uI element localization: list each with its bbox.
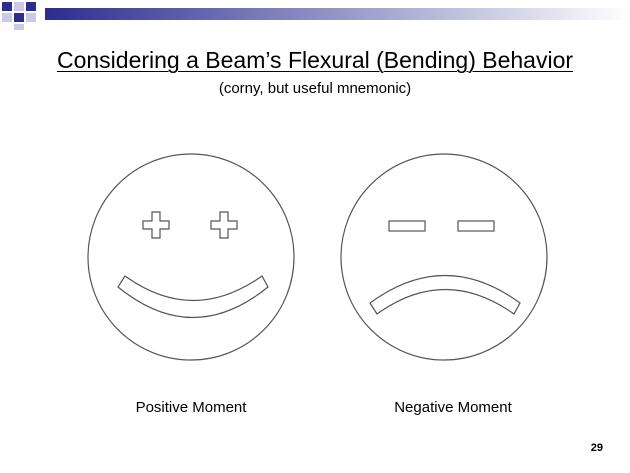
square-light-4	[14, 24, 24, 30]
square-light-1	[14, 2, 24, 11]
smile-mouth	[117, 275, 269, 319]
square-dark-2	[26, 2, 36, 11]
negative-moment-label: Negative Moment	[394, 399, 512, 416]
slide-title: Considering a Beam’s Flexural (Bending) …	[56, 47, 574, 73]
frown-mouth	[369, 274, 521, 315]
smiley-face	[87, 153, 295, 361]
square-dark-1	[2, 2, 12, 11]
smiley-face-outline	[87, 153, 295, 361]
frowny-face	[340, 153, 548, 361]
minus-icon-right	[457, 220, 495, 232]
positive-moment-label: Positive Moment	[135, 399, 247, 416]
minus-icon-left	[388, 220, 426, 232]
slide-subtitle: (corny, but useful mnemonic)	[218, 80, 412, 97]
header-decoration-band	[2, 2, 630, 30]
square-light-2	[2, 13, 12, 22]
frowny-face-outline	[340, 153, 548, 361]
plus-icon-right	[210, 211, 238, 239]
plus-icon-left	[142, 211, 170, 239]
square-dark-3	[14, 13, 24, 22]
square-light-3	[26, 13, 36, 22]
slide-number: 29	[590, 442, 603, 454]
gradient-band	[45, 8, 630, 20]
